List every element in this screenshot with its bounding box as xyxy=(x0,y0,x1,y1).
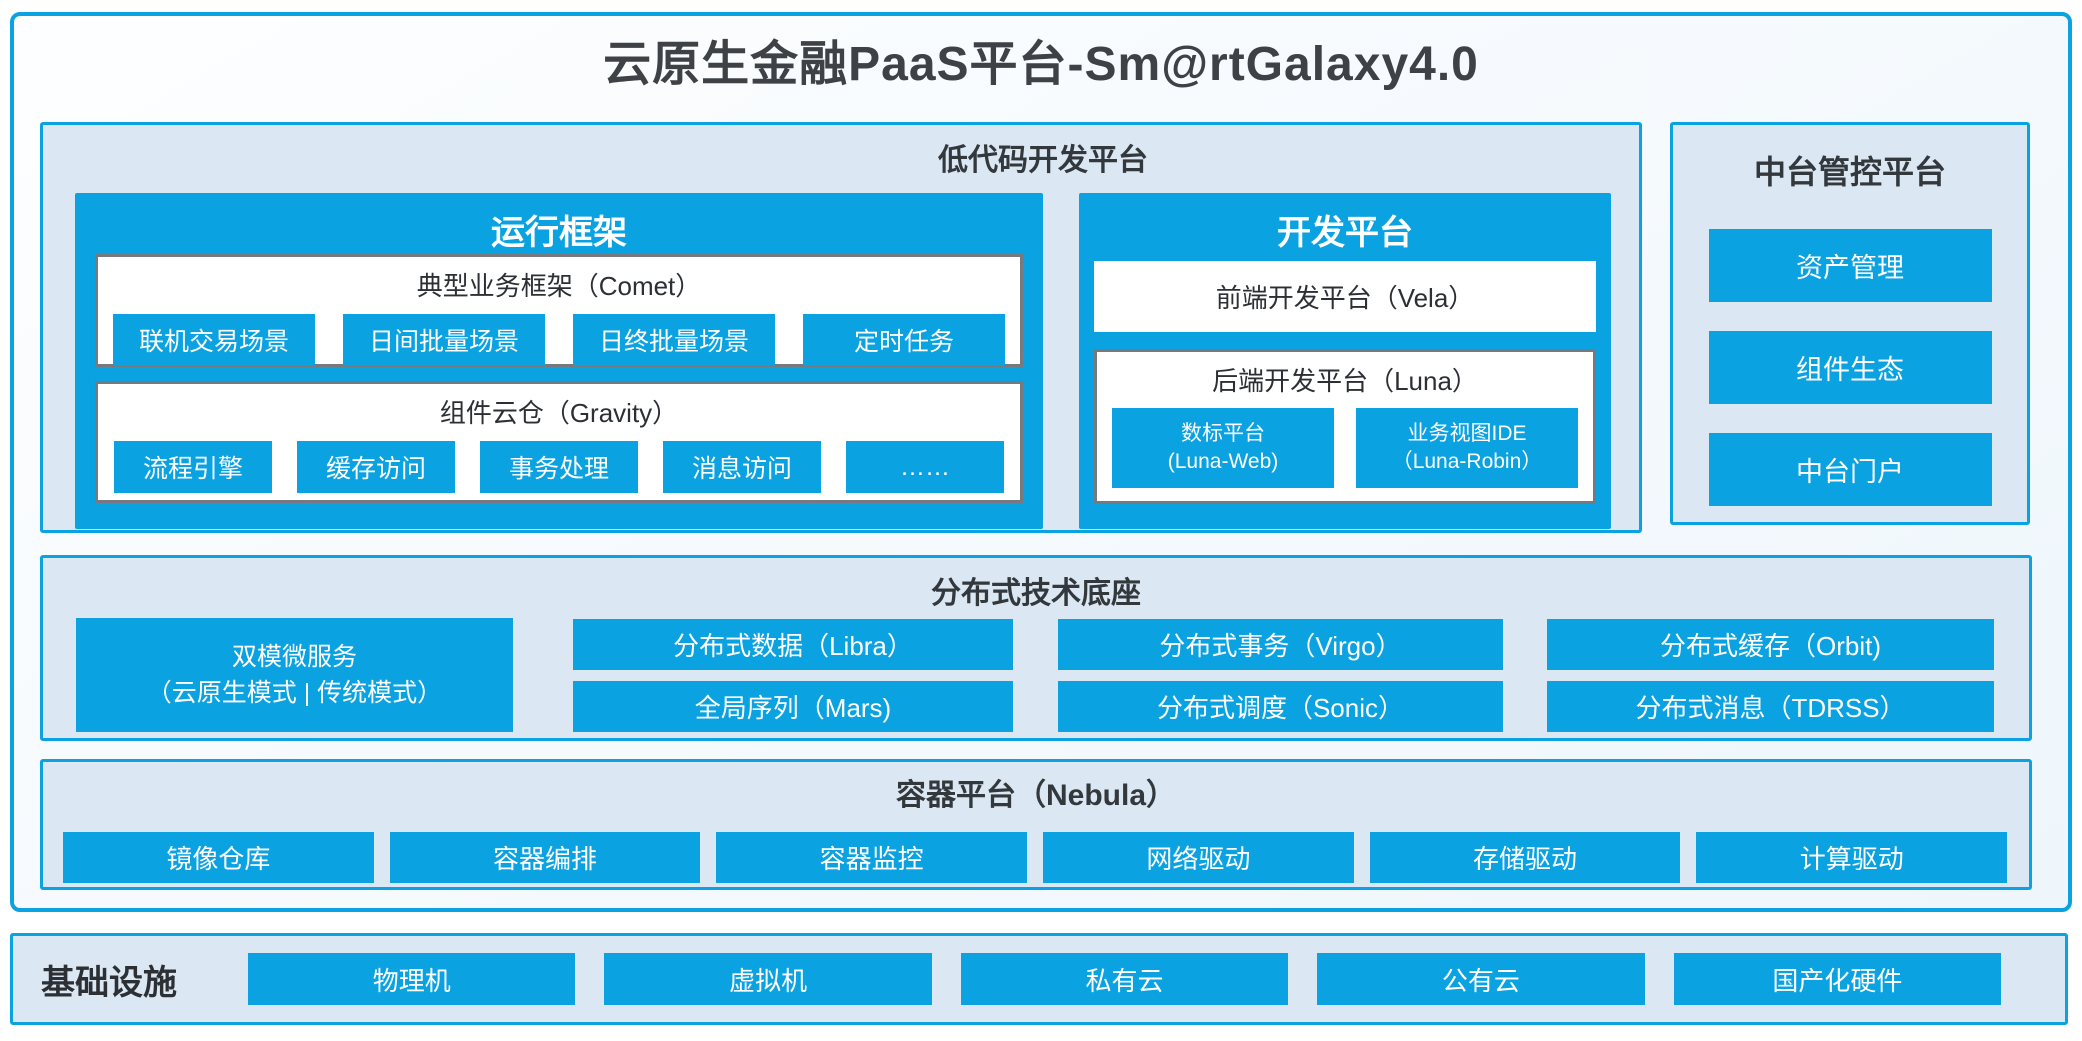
block-distributed-message-tdrss: 分布式消息（TDRSS） xyxy=(1547,681,1994,732)
dual-mode-detail: （云原生模式 | 传统模式） xyxy=(146,679,443,707)
block-network-driver: 网络驱动 xyxy=(1043,832,1354,883)
luna-robin-code: （Luna-Robin） xyxy=(1391,450,1543,473)
midplatform-mgmt-panel: 中台管控平台 资产管理 组件生态 中台门户 xyxy=(1670,122,2030,525)
dev-platform-title: 开发平台 xyxy=(1277,214,1413,252)
block-component-ecosystem: 组件生态 xyxy=(1708,331,1992,404)
block-distributed-cache-orbit: 分布式缓存（Orbit) xyxy=(1547,619,1994,670)
block-compute-driver: 计算驱动 xyxy=(1696,832,2008,883)
luna-backend-box: 后端开发平台（Luna） 数标平台 (Luna-Web) 业务视图IDE （Lu… xyxy=(1094,349,1596,504)
block-container-monitoring: 容器监控 xyxy=(716,832,1028,883)
block-public-cloud: 公有云 xyxy=(1317,953,1645,1005)
block-luna-robin: 业务视图IDE （Luna-Robin） xyxy=(1356,408,1578,488)
block-transaction-processing: 事务处理 xyxy=(480,441,638,493)
runtime-framework-title: 运行框架 xyxy=(491,214,627,252)
infrastructure-panel: 基础设施 物理机 虚拟机 私有云 公有云 国产化硬件 xyxy=(10,933,2068,1025)
infrastructure-title: 基础设施 xyxy=(41,963,177,1002)
block-midplatform-portal: 中台门户 xyxy=(1708,433,1992,506)
luna-web-code: (Luna-Web) xyxy=(1167,450,1279,473)
lowcode-platform-title: 低代码开发平台 xyxy=(938,144,1148,177)
block-virtual-machine: 虚拟机 xyxy=(604,953,932,1005)
infrastructure-items: 物理机 虚拟机 私有云 公有云 国产化硬件 xyxy=(248,953,2002,1005)
container-platform-items: 镜像仓库 容器编排 容器监控 网络驱动 存储驱动 计算驱动 xyxy=(63,832,2008,883)
container-platform-panel: 容器平台（Nebula） 镜像仓库 容器编排 容器监控 网络驱动 存储驱动 计算… xyxy=(40,759,2032,890)
midplatform-mgmt-title: 中台管控平台 xyxy=(1753,154,1946,190)
block-physical-machine: 物理机 xyxy=(248,953,576,1005)
luna-items-row: 数标平台 (Luna-Web) 业务视图IDE （Luna-Robin） xyxy=(1097,408,1593,488)
page-title: 云原生金融PaaS平台-Sm@rtGalaxy4.0 xyxy=(603,38,1479,91)
distributed-base-panel: 分布式技术底座 双模微服务 （云原生模式 | 传统模式） 分布式数据（Libra… xyxy=(40,555,2032,741)
block-container-orchestration: 容器编排 xyxy=(389,832,701,883)
block-online-trading: 联机交易场景 xyxy=(113,314,315,366)
comet-framework-title: 典型业务框架（Comet） xyxy=(416,271,702,301)
midplatform-items: 资产管理 组件生态 中台门户 xyxy=(1673,229,2027,506)
comet-items-row: 联机交易场景 日间批量场景 日终批量场景 定时任务 xyxy=(98,314,1020,366)
vela-frontend-box: 前端开发平台（Vela） xyxy=(1094,261,1596,332)
block-cache-access: 缓存访问 xyxy=(297,441,455,493)
block-global-sequence-mars: 全局序列（Mars) xyxy=(573,681,1013,732)
lowcode-platform-panel: 低代码开发平台 运行框架 典型业务框架（Comet） 联机交易场景 日间批量场景… xyxy=(40,122,1642,533)
block-distributed-scheduling-sonic: 分布式调度（Sonic） xyxy=(1058,681,1503,732)
block-private-cloud: 私有云 xyxy=(960,953,1289,1005)
block-storage-driver: 存储驱动 xyxy=(1369,832,1681,883)
block-message-access: 消息访问 xyxy=(663,441,821,493)
runtime-framework-panel: 运行框架 典型业务框架（Comet） 联机交易场景 日间批量场景 日终批量场景 … xyxy=(75,193,1043,529)
block-distributed-data-libra: 分布式数据（Libra） xyxy=(573,619,1013,670)
gravity-items-row: 流程引擎 缓存访问 事务处理 消息访问 …… xyxy=(98,441,1020,493)
block-scheduled-task: 定时任务 xyxy=(803,314,1005,366)
luna-robin-name: 业务视图IDE xyxy=(1407,422,1527,446)
block-eod-batch: 日终批量场景 xyxy=(573,314,775,366)
dual-mode-name: 双模微服务 xyxy=(231,642,357,671)
block-asset-management: 资产管理 xyxy=(1708,229,1992,302)
block-image-registry: 镜像仓库 xyxy=(63,832,374,883)
block-luna-web: 数标平台 (Luna-Web) xyxy=(1112,408,1334,488)
block-dual-mode-microservices: 双模微服务 （云原生模式 | 传统模式） xyxy=(76,618,513,732)
container-platform-title: 容器平台（Nebula） xyxy=(895,779,1177,812)
comet-framework-box: 典型业务框架（Comet） 联机交易场景 日间批量场景 日终批量场景 定时任务 xyxy=(95,254,1023,367)
block-process-engine: 流程引擎 xyxy=(114,441,272,493)
distributed-base-title: 分布式技术底座 xyxy=(931,577,1141,610)
luna-web-name: 数标平台 xyxy=(1181,422,1265,446)
block-domestic-hardware: 国产化硬件 xyxy=(1673,953,2002,1005)
block-daytime-batch: 日间批量场景 xyxy=(343,314,545,366)
block-distributed-transaction-virgo: 分布式事务（Virgo） xyxy=(1058,619,1503,670)
dev-platform-panel: 开发平台 前端开发平台（Vela） 后端开发平台（Luna） 数标平台 (Lun… xyxy=(1079,193,1611,529)
gravity-warehouse-box: 组件云仓（Gravity） 流程引擎 缓存访问 事务处理 消息访问 …… xyxy=(95,381,1023,503)
luna-backend-title: 后端开发平台（Luna） xyxy=(1212,366,1478,396)
gravity-warehouse-title: 组件云仓（Gravity） xyxy=(439,398,679,428)
block-ellipsis: …… xyxy=(846,441,1004,493)
